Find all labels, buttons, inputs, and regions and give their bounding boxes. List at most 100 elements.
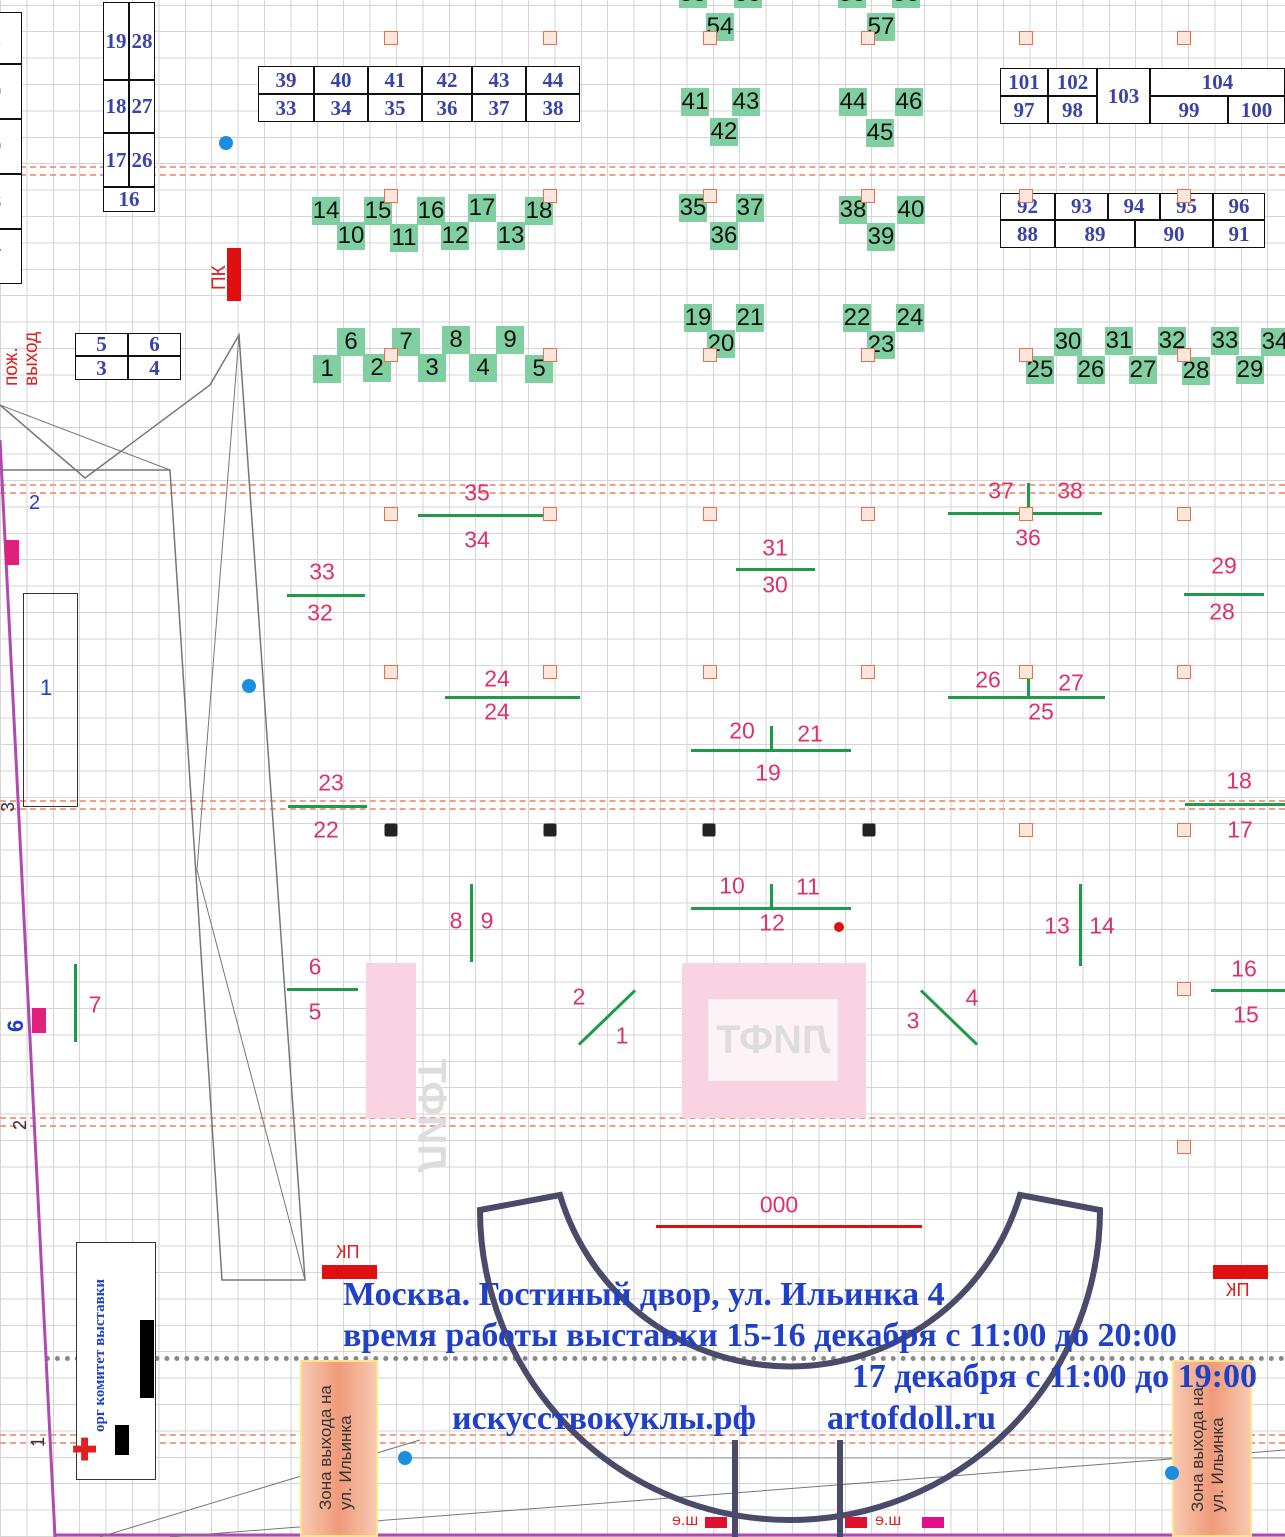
stand-number[interactable]: 25 <box>1028 698 1054 725</box>
booth-number[interactable]: 4 <box>476 354 490 381</box>
stand-number[interactable]: 23 <box>318 769 344 796</box>
booth-cell[interactable]: 91 <box>1213 220 1265 248</box>
booth-number[interactable]: 33 <box>1211 327 1239 354</box>
booth-cell[interactable]: 96 <box>1213 193 1265 220</box>
booth-number[interactable]: 35 <box>679 194 707 221</box>
booth-number[interactable]: 21 <box>736 304 764 331</box>
booth-number[interactable]: 34 <box>1261 328 1285 355</box>
booth-cell[interactable]: 37 <box>472 94 526 122</box>
booth-cell[interactable]: 33 <box>258 94 314 122</box>
stand-number[interactable]: 21 <box>797 720 823 747</box>
booth-cell[interactable]: 6 <box>128 332 181 356</box>
booth-cell[interactable]: 8 <box>0 174 22 229</box>
booth-cell[interactable]: 97 <box>1000 96 1048 124</box>
booth-cell[interactable]: 19 <box>103 2 129 80</box>
booth-number[interactable]: 12 <box>441 222 469 249</box>
stand-number[interactable]: 16 <box>1231 955 1257 982</box>
stand-number[interactable]: 9 <box>480 907 494 934</box>
booth-cell[interactable]: 94 <box>1108 193 1160 220</box>
booth-cell[interactable]: 3 <box>75 356 128 380</box>
booth-number[interactable]: 11 <box>391 224 417 251</box>
stand-number[interactable]: 13 <box>1044 912 1070 939</box>
stand-number[interactable]: 24 <box>484 698 510 725</box>
booth-cell[interactable]: 98 <box>1048 96 1097 124</box>
booth-number[interactable]: 13 <box>497 222 525 249</box>
booth-number[interactable]: 8 <box>449 326 463 353</box>
booth-number[interactable]: 3 <box>425 354 439 381</box>
stand-number[interactable]: 33 <box>309 558 335 585</box>
booth-cell[interactable]: 1 <box>0 12 22 64</box>
booth-number[interactable]: 36 <box>710 222 738 249</box>
booth-number[interactable]: 19 <box>684 304 712 331</box>
booth-number[interactable]: 6 <box>344 328 358 355</box>
booth-cell[interactable]: 90 <box>1135 220 1213 248</box>
stand-number[interactable]: 14 <box>1089 912 1115 939</box>
booth-cell[interactable]: 40 <box>314 66 368 94</box>
stand-number[interactable]: 28 <box>1209 598 1235 625</box>
stand-number[interactable]: 31 <box>762 534 788 561</box>
booth-number[interactable]: 2 <box>370 354 384 381</box>
booth-cell[interactable]: 104 <box>1150 68 1285 96</box>
stand-number[interactable]: 27 <box>1058 669 1084 696</box>
booth-number[interactable]: 40 <box>897 196 925 223</box>
booth-cell[interactable]: 101 <box>1000 68 1048 96</box>
booth-number[interactable]: 45 <box>866 119 894 146</box>
booth-number[interactable]: 46 <box>895 88 923 115</box>
booth-cell[interactable]: 5 <box>75 332 128 356</box>
stand-number[interactable]: 30 <box>762 571 788 598</box>
stand-number[interactable]: 7 <box>88 991 102 1018</box>
stand-number[interactable]: 38 <box>1057 477 1083 504</box>
stand-number[interactable]: 6 <box>308 953 322 980</box>
booth-cell[interactable]: 35 <box>368 94 422 122</box>
stand-number[interactable]: 19 <box>755 759 781 786</box>
stand-number[interactable]: 32 <box>307 599 333 626</box>
booth-cell[interactable]: 102 <box>1048 68 1097 96</box>
site-link-en[interactable]: artofdoll.ru <box>827 1400 997 1437</box>
stand-number[interactable]: 10 <box>719 872 745 899</box>
booth-number[interactable]: 31 <box>1105 327 1133 354</box>
booth-cell[interactable]: 39 <box>258 66 314 94</box>
stand-number[interactable]: 29 <box>1211 552 1237 579</box>
booth-cell[interactable]: 34 <box>314 94 368 122</box>
booth-cell[interactable]: 42 <box>422 66 472 94</box>
stand-number[interactable]: 11 <box>796 873 820 900</box>
booth-cell[interactable]: 17 <box>103 133 129 187</box>
booth-cell[interactable]: 100 <box>1228 96 1285 124</box>
stand-number[interactable]: 15 <box>1233 1001 1259 1028</box>
booth-number[interactable]: 27 <box>1129 356 1157 383</box>
booth-number[interactable]: 24 <box>896 304 924 331</box>
stand-number[interactable]: 4 <box>965 984 979 1011</box>
booth-number[interactable]: 9 <box>503 326 517 353</box>
stand-number[interactable]: 37 <box>988 477 1014 504</box>
booth-cell[interactable]: 44 <box>526 66 580 94</box>
booth-cell[interactable]: 4 <box>128 356 181 380</box>
booth-cell[interactable]: 18 <box>103 80 129 133</box>
booth-number[interactable]: 26 <box>1077 356 1105 383</box>
booth-cell[interactable]: 88 <box>1000 220 1055 248</box>
stand-number[interactable]: 12 <box>759 909 785 936</box>
stand-number[interactable]: 34 <box>464 526 490 553</box>
booth-number[interactable]: 41 <box>681 88 709 115</box>
booth-number[interactable]: 44 <box>839 88 867 115</box>
booth-cell[interactable]: 103 <box>1097 68 1150 124</box>
stand-number[interactable]: 20 <box>729 717 755 744</box>
stand-number[interactable]: 35 <box>464 479 490 506</box>
booth-cell[interactable]: 36 <box>422 94 472 122</box>
booth-cell[interactable]: 43 <box>472 66 526 94</box>
booth-cell[interactable]: 99 <box>1150 96 1228 124</box>
stand-number[interactable]: 2 <box>572 983 586 1010</box>
booth-number[interactable]: 43 <box>732 88 760 115</box>
booth-number[interactable]: 22 <box>843 304 871 331</box>
booth-number[interactable]: 56 <box>839 0 866 8</box>
booth-number[interactable]: 16 <box>417 197 445 224</box>
booth-number[interactable]: 58 <box>893 0 920 8</box>
booth-number[interactable]: 14 <box>312 197 340 224</box>
booth-number[interactable]: 1 <box>320 355 334 382</box>
booth-cell[interactable]: 9 <box>0 119 22 174</box>
booth-cell[interactable]: 16 <box>103 187 155 212</box>
booth-cell[interactable]: 89 <box>1055 220 1135 248</box>
booth-number[interactable]: 37 <box>736 194 764 221</box>
booth-number[interactable]: 53 <box>680 0 707 8</box>
booth-number[interactable]: 55 <box>735 0 762 8</box>
stand-number[interactable]: 5 <box>308 998 322 1025</box>
